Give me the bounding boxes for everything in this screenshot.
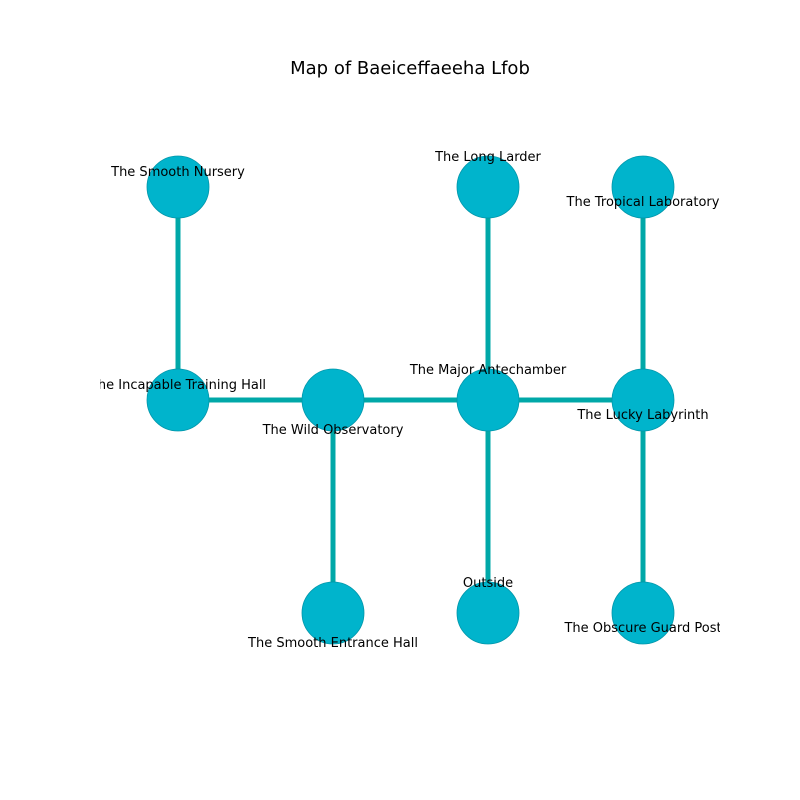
node-obscure-guard-post <box>611 581 675 645</box>
node-label-smooth-nursery: The Smooth Nursery <box>110 165 245 180</box>
map-title: Map of Baeiceffaeeha Lfob <box>290 58 530 79</box>
node-label-lucky-labyrinth: The Lucky Labyrinth <box>576 408 708 423</box>
node-label-incapable-training-hall: The Incapable Training Hall <box>89 378 266 393</box>
node-tropical-laboratory <box>611 155 675 219</box>
node-label-major-antechamber: The Major Antechamber <box>409 363 567 378</box>
node-outside <box>456 581 520 645</box>
node-label-wild-observatory: The Wild Observatory <box>262 423 404 438</box>
node-smooth-nursery <box>146 155 210 219</box>
edges-layer <box>175 187 646 613</box>
node-label-smooth-entrance-hall: The Smooth Entrance Hall <box>247 636 418 651</box>
node-incapable-training-hall <box>146 368 210 432</box>
node-label-outside: Outside <box>463 576 513 591</box>
node-label-obscure-guard-post: The Obscure Guard Post <box>563 621 721 636</box>
node-label-long-larder: The Long Larder <box>434 150 541 165</box>
node-lucky-labyrinth <box>611 368 675 432</box>
nodes-layer <box>146 155 675 645</box>
node-wild-observatory <box>301 368 365 432</box>
node-major-antechamber <box>456 368 520 432</box>
node-label-tropical-laboratory: The Tropical Laboratory <box>566 195 720 210</box>
node-long-larder <box>456 155 520 219</box>
node-smooth-entrance-hall <box>301 581 365 645</box>
